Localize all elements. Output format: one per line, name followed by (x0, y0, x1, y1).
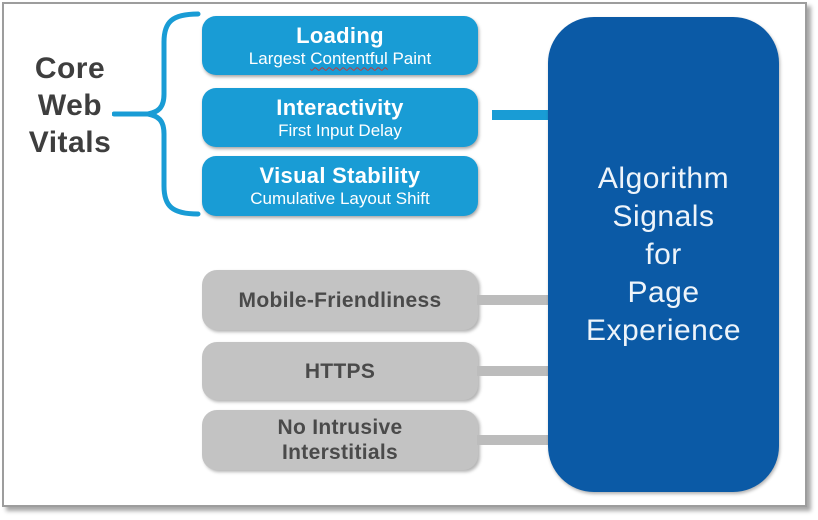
vital-subtitle: Cumulative Layout Shift (250, 189, 430, 208)
signal-label: HTTPS (304, 359, 376, 383)
vital-box-loading: Loading Largest Contentful Paint (202, 16, 478, 75)
signal-box-https: HTTPS (202, 342, 478, 400)
signal-box-no-intrusive-interstitials: No Intrusive Interstitials (202, 410, 478, 470)
signal-label: No Intrusive Interstitials (277, 416, 403, 464)
spellcheck-flagged-word: Contentful (310, 48, 388, 68)
signal-label: Mobile-Friendliness (238, 288, 442, 312)
subtitle-text: Paint (387, 48, 432, 68)
curly-brace-icon (112, 11, 201, 217)
vital-subtitle: Largest Contentful Paint (249, 49, 431, 69)
vital-subtitle: First Input Delay (278, 120, 402, 140)
core-web-vitals-label: Core Web Vitals (28, 52, 112, 159)
vital-box-interactivity: Interactivity First Input Delay (202, 88, 478, 147)
vital-title: Interactivity (276, 94, 404, 120)
vital-box-visual-stability: Visual Stability Cumulative Layout Shift (202, 156, 478, 216)
algorithm-signals-box: Algorithm Signals for Page Experience (548, 17, 779, 492)
subtitle-text: Largest (248, 48, 311, 68)
vital-title: Loading (296, 22, 384, 48)
vital-title: Visual Stability (259, 163, 421, 188)
algorithm-signals-label: Algorithm Signals for Page Experience (585, 161, 742, 347)
signal-box-mobile-friendliness: Mobile-Friendliness (202, 270, 478, 330)
